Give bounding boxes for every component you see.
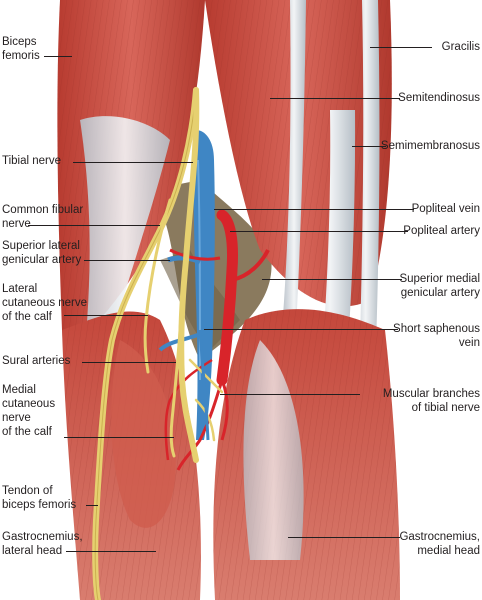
label-line: genicular artery bbox=[400, 287, 480, 299]
label-sural-arteries: Sural arteries bbox=[2, 354, 70, 368]
label-common-fibular-nerve: Common fibular nerve bbox=[2, 203, 83, 231]
label-line: Medial bbox=[2, 384, 36, 396]
label-line: nerve bbox=[2, 412, 31, 424]
label-popliteal-vein: Popliteal vein bbox=[412, 202, 480, 216]
label-line: of the calf bbox=[2, 426, 52, 438]
label-line: Muscular branches bbox=[382, 388, 480, 400]
label-line: cutaneous nerve bbox=[2, 297, 88, 309]
label-biceps-femoris: Biceps femoris bbox=[2, 35, 40, 63]
label-line: Short saphenous bbox=[393, 323, 480, 335]
label-line: Tibial nerve bbox=[2, 155, 62, 167]
label-superior-medial-genicular-artery: Superior medial genicular artery bbox=[399, 272, 480, 300]
biceps-femoris-muscle bbox=[57, 0, 205, 380]
label-line: Tendon of bbox=[2, 485, 53, 497]
label-line: Semitendinosus bbox=[398, 92, 480, 104]
leader-line bbox=[44, 56, 72, 57]
gastrocnemius-medial-head-muscle bbox=[213, 309, 400, 600]
label-line: lateral head bbox=[2, 545, 63, 557]
label-lateral-cutaneous-nerve: Lateral cutaneous nerve of the calf bbox=[2, 282, 87, 324]
label-semimembranosus: Semimembranosus bbox=[381, 139, 480, 153]
label-medial-cutaneous-nerve: Medial cutaneous nerve of the calf bbox=[2, 383, 55, 439]
leader-line bbox=[64, 315, 148, 316]
label-tibial-nerve: Tibial nerve bbox=[2, 154, 61, 168]
leader-line bbox=[86, 505, 98, 506]
label-line: cutaneous bbox=[2, 398, 56, 410]
leader-line bbox=[66, 551, 156, 552]
label-gracilis: Gracilis bbox=[442, 40, 480, 54]
label-line: Common fibular bbox=[2, 204, 84, 216]
label-line: genicular artery bbox=[2, 254, 82, 266]
label-line: biceps femoris bbox=[2, 499, 77, 511]
leader-line bbox=[230, 231, 408, 232]
label-line: of tibial nerve bbox=[411, 402, 480, 414]
leader-line bbox=[352, 146, 386, 147]
label-line: Popliteal artery bbox=[403, 225, 480, 237]
label-tendon-biceps-femoris: Tendon of biceps femoris bbox=[2, 484, 76, 512]
leader-line bbox=[270, 98, 400, 99]
label-line: Semimembranosus bbox=[380, 140, 480, 152]
leader-line bbox=[262, 279, 402, 280]
leader-line bbox=[214, 209, 414, 210]
short-saphenous-vein-vessel bbox=[198, 329, 210, 441]
label-line: Gastrocnemius, bbox=[399, 531, 480, 543]
label-line: medial head bbox=[417, 545, 480, 557]
leader-line bbox=[64, 437, 174, 438]
label-line: femoris bbox=[2, 50, 40, 62]
label-line: Gastrocnemius, bbox=[2, 531, 83, 543]
label-gastrocnemius-lateral-head: Gastrocnemius, lateral head bbox=[2, 530, 83, 558]
leader-line bbox=[84, 260, 170, 261]
label-line: nerve bbox=[2, 218, 31, 230]
label-line: Lateral bbox=[2, 283, 38, 295]
leader-line bbox=[204, 329, 398, 330]
popliteal-artery-vessel bbox=[164, 209, 270, 471]
label-short-saphenous-vein: Short saphenous vein bbox=[393, 322, 480, 350]
leader-line bbox=[220, 394, 360, 395]
label-line: of the calf bbox=[2, 311, 52, 323]
label-semitendinosus: Semitendinosus bbox=[398, 91, 480, 105]
label-line: Gracilis bbox=[441, 41, 480, 53]
label-line: Superior lateral bbox=[2, 240, 80, 252]
label-gastrocnemius-medial-head: Gastrocnemius, medial head bbox=[399, 530, 480, 558]
label-line: Popliteal vein bbox=[411, 203, 480, 215]
nerves bbox=[92, 87, 224, 600]
label-line: vein bbox=[458, 337, 480, 349]
label-superior-lateral-genicular-artery: Superior lateral genicular artery bbox=[2, 239, 81, 267]
leader-line bbox=[28, 225, 160, 226]
label-muscular-branches-tibial-nerve: Muscular branches of tibial nerve bbox=[383, 387, 480, 415]
label-line: Sural arteries bbox=[2, 355, 71, 367]
label-popliteal-artery: Popliteal artery bbox=[403, 224, 480, 238]
label-line: Superior medial bbox=[399, 273, 480, 285]
leader-line bbox=[288, 537, 400, 538]
leader-line bbox=[82, 362, 176, 363]
leader-line bbox=[73, 162, 193, 163]
label-line: Biceps bbox=[2, 36, 37, 48]
leader-line bbox=[370, 47, 432, 48]
